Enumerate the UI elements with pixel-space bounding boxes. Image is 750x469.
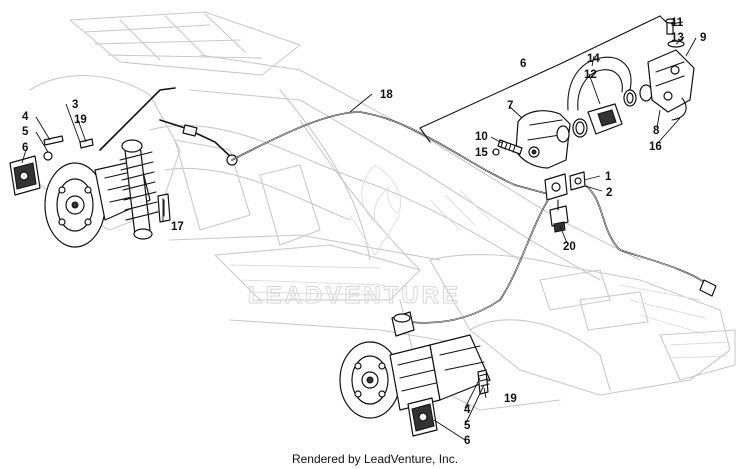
footer-credit: Rendered by LeadVenture, Inc. (291, 452, 459, 466)
callout-8: 8 (653, 125, 660, 137)
callout-5-rear: 5 (22, 126, 29, 138)
callout-numbers: 3 4 5 6 19 17 18 6 7 10 15 14 12 8 16 11… (22, 17, 706, 447)
lever-boot (567, 56, 632, 111)
callout-10: 10 (475, 131, 488, 143)
callout-6-group: 6 (520, 58, 526, 70)
rear-shock-absorber (119, 139, 159, 240)
callout-11: 11 (671, 17, 684, 29)
master-cylinder-reservoir (647, 49, 695, 113)
callout-16: 16 (649, 141, 662, 153)
brake-line-main (231, 111, 549, 195)
piston-kit (556, 84, 653, 143)
callout-3: 3 (72, 99, 78, 111)
watermark-text: LEADVENTURE (248, 282, 461, 309)
rear-brake-line-bracket (157, 193, 171, 223)
callout-6-front: 6 (464, 435, 470, 447)
callout-4-rear: 4 (22, 111, 29, 123)
leader-lines (21, 21, 697, 441)
front-wheel-hub (339, 341, 441, 419)
callout-4-front: 4 (464, 404, 471, 416)
reservoir-cap-screw (665, 18, 675, 35)
leadventure-watermark: LEADVENTURE (248, 164, 461, 310)
master-cylinder-body (515, 110, 571, 169)
callout-20: 20 (563, 241, 576, 253)
callout-18: 18 (380, 89, 393, 101)
callout-19-front: 19 (504, 393, 517, 405)
master-cylinder-bolt (497, 139, 523, 155)
callout-2: 2 (606, 187, 612, 199)
reservoir-diaphragm (671, 97, 687, 121)
callout-13: 13 (671, 32, 684, 44)
front-brake-bolts (477, 369, 490, 395)
rear-brake-bolts (43, 135, 94, 161)
callout-9: 9 (700, 32, 706, 44)
callout-5-front: 5 (464, 420, 471, 432)
callout-15: 15 (475, 147, 488, 159)
callout-12: 12 (584, 69, 597, 81)
rear-brake-caliper (9, 155, 41, 196)
callout-19-rear: 19 (74, 114, 87, 126)
callout-7: 7 (507, 100, 513, 112)
brake-tee-junction (544, 171, 586, 201)
front-a-arm (391, 311, 491, 401)
callout-14: 14 (587, 53, 600, 65)
front-brake-hose-left (409, 199, 549, 324)
callout-1: 1 (605, 171, 612, 183)
front-brake-hose-right (584, 184, 717, 297)
callout-17: 17 (171, 221, 184, 233)
brake-light-switch (549, 199, 569, 233)
front-brake-caliper (407, 397, 438, 437)
callout-6-rear: 6 (22, 142, 28, 154)
